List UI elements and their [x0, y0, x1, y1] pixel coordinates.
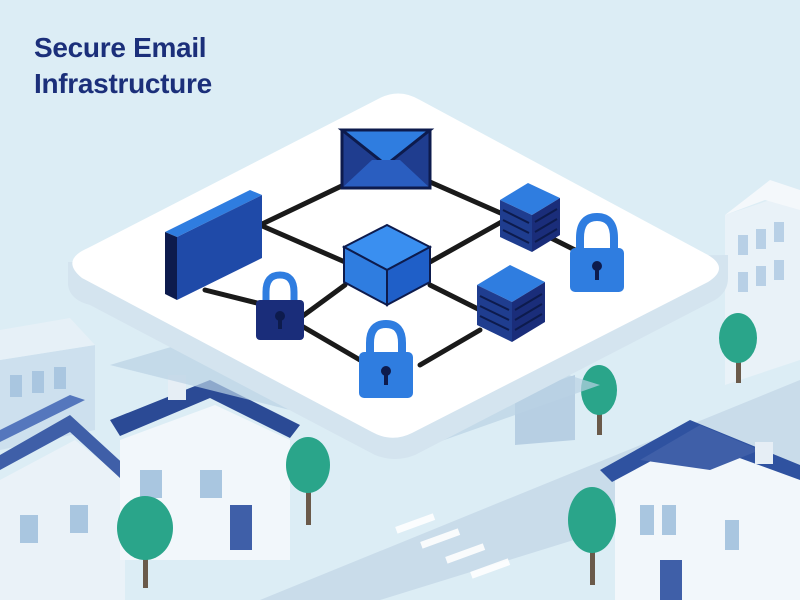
- title-line-1: Secure Email: [34, 32, 207, 63]
- network-connectors: [202, 179, 588, 368]
- cube-node-icon: [341, 223, 433, 307]
- page-title: Secure Email Infrastructure: [34, 30, 212, 102]
- panel-block-icon: [165, 190, 262, 300]
- tree-1: [117, 496, 173, 588]
- envelope-icon: [337, 128, 435, 190]
- house-right-bottom: [600, 420, 800, 600]
- house-left-bottom: [0, 395, 130, 600]
- padlock-icon: [256, 271, 304, 340]
- tree-5: [568, 487, 616, 585]
- tree-3: [581, 365, 617, 435]
- padlock-icon: [570, 212, 624, 292]
- padlock-icon: [359, 319, 413, 398]
- server-rack-icon: [477, 265, 545, 342]
- server-rack-icon: [500, 183, 560, 252]
- background-city: [0, 180, 800, 600]
- tree-2: [286, 437, 330, 525]
- title-line-2: Infrastructure: [34, 68, 212, 99]
- tree-4: [719, 313, 757, 383]
- crosswalk: [395, 513, 511, 579]
